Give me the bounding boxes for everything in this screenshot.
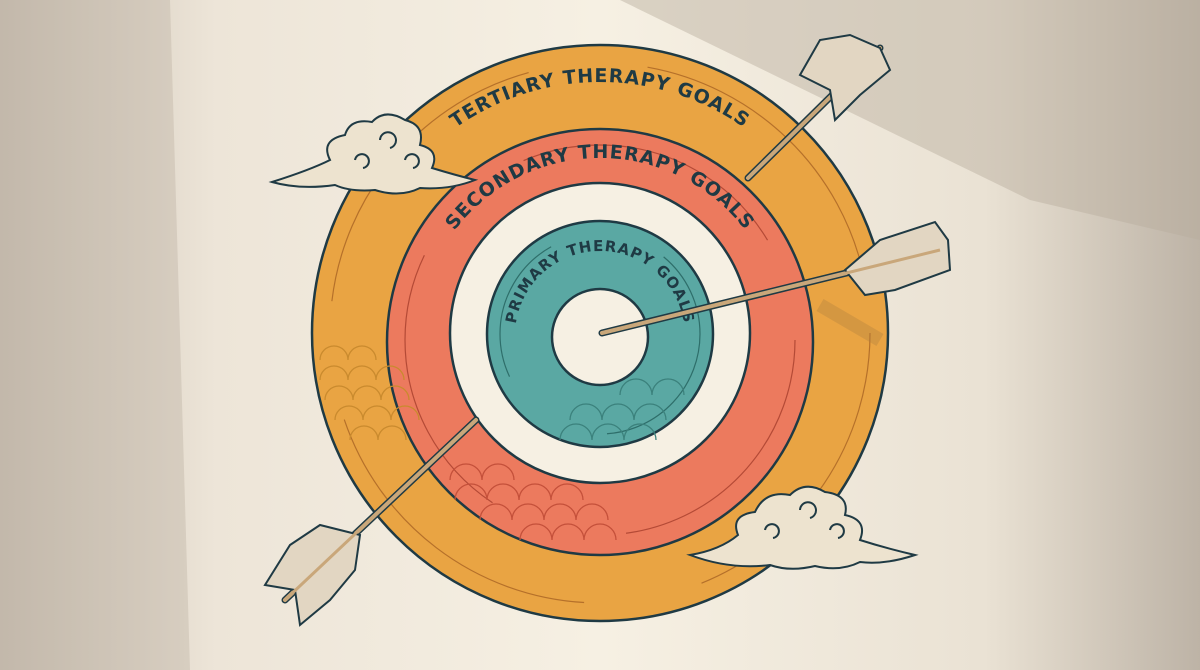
arrow-center [598, 220, 952, 347]
feather-icon [843, 220, 952, 297]
arrow-top-right [744, 33, 892, 182]
wave-patterns [319, 345, 685, 541]
arrow-bottom-left [263, 416, 480, 627]
bullseye [550, 287, 650, 387]
feather-icon [798, 33, 892, 123]
wall-shadow-left [0, 0, 190, 670]
cloud-icon-bottom [686, 485, 919, 570]
wall-shadow [620, 0, 1200, 240]
cloud-icon-top [268, 113, 479, 195]
